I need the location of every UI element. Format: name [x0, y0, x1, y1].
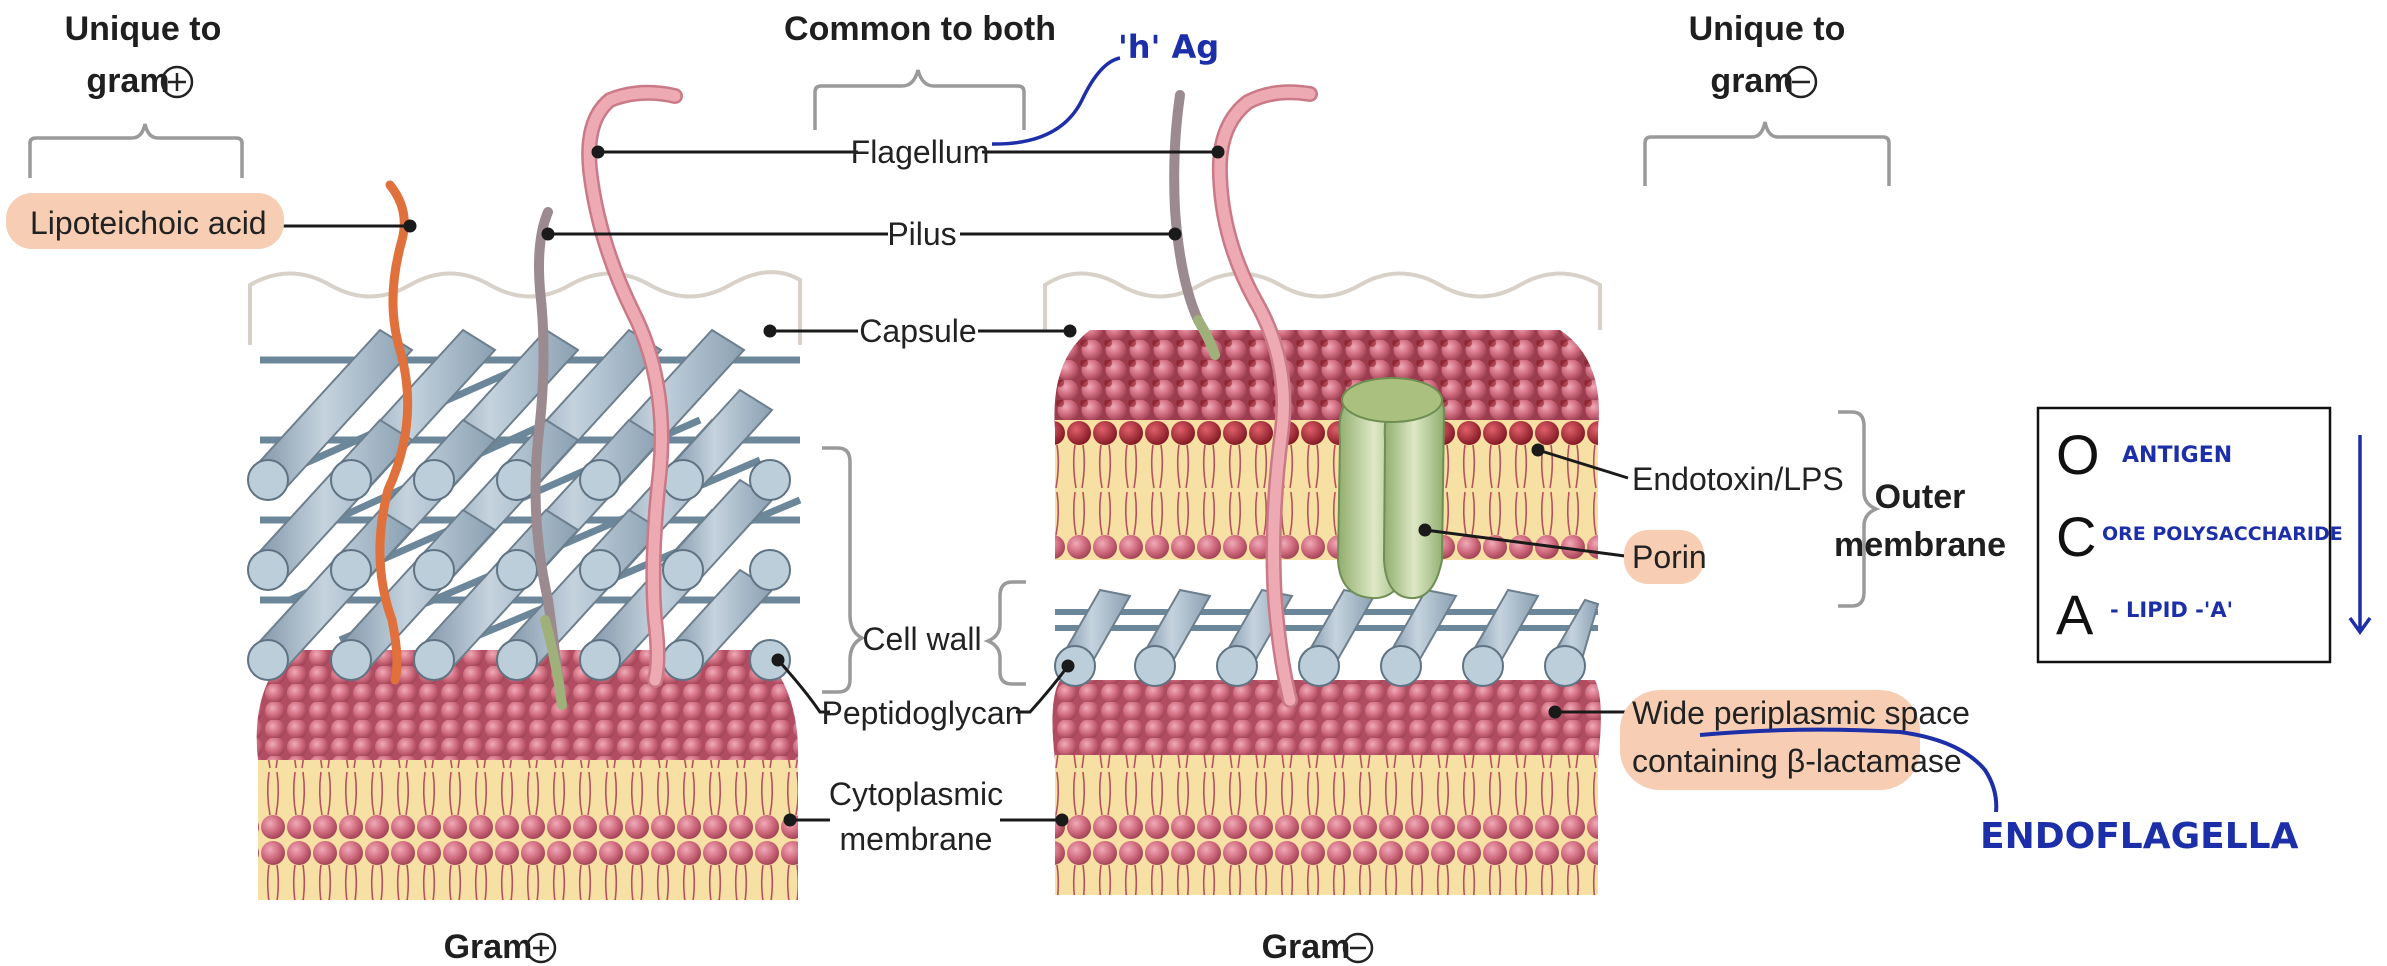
caption-gram-negative: Gram [1262, 928, 1372, 966]
header-unique-gram-negative: Unique to gram [1645, 10, 1889, 186]
header-unique-pos-line2: gram [86, 62, 169, 100]
oca-text-o: ANTIGEN [2122, 443, 2232, 468]
outer-membrane-top-neg [1054, 330, 1598, 430]
label-capsule: Capsule [859, 313, 976, 349]
label-cytoplasmic-line1: Cytoplasmic [829, 776, 1003, 812]
label-cell-wall: Cell wall [862, 621, 981, 657]
annotation-endoflagella: ENDOFLAGELLA [1980, 816, 2299, 857]
label-outer-line1: Outer [1875, 478, 1966, 516]
oca-letter-o: O [2056, 423, 2100, 486]
peptidoglycan-rods-pos [248, 330, 790, 680]
annotation-h-ag-pointer [992, 58, 1120, 144]
cytoplasmic-membrane-pos [258, 760, 798, 900]
label-cytoplasmic-line2: membrane [840, 821, 993, 857]
header-unique-pos-line1: Unique to [65, 10, 222, 48]
bracket-cell-wall-pos [822, 448, 862, 692]
oca-letter-c: C [2056, 505, 2096, 568]
oca-text-c: ORE POLYSACCHARIDE [2102, 523, 2343, 545]
label-periplasmic-line1: Wide periplasmic space [1632, 695, 1970, 731]
annotation-h-antigen: 'h' Ag [1118, 28, 1219, 66]
header-common: Common to both [784, 10, 1056, 130]
bracket-unique-neg [1645, 122, 1889, 186]
capsule-outline-neg [1045, 274, 1600, 331]
bracket-common [815, 70, 1024, 130]
arrow-down-icon [2350, 435, 2370, 632]
oca-text-a: - LIPID -'A' [2110, 598, 2233, 622]
gram-positive-cell [248, 93, 800, 900]
label-endotoxin-lps: Endotoxin/LPS [1632, 461, 1844, 497]
bracket-outer-membrane [1838, 412, 1876, 606]
header-unique-neg-line1: Unique to [1689, 10, 1846, 48]
label-periplasmic-line2: containing β-lactamase [1632, 743, 1962, 779]
outer-membrane-neg [1055, 420, 1598, 560]
label-outer-line2: membrane [1834, 526, 2006, 564]
header-common-text: Common to both [784, 10, 1056, 48]
label-peptidoglycan: Peptidoglycan [821, 695, 1022, 731]
caption-gram-pos-text: Gram [444, 928, 533, 966]
caption-gram-neg-text: Gram [1262, 928, 1351, 966]
oca-letter-a: A [2056, 583, 2094, 646]
bracket-cell-wall-neg [988, 582, 1026, 684]
porin-protein [1338, 378, 1444, 598]
pilus-neg [1174, 95, 1215, 355]
membrane-top-surface-neg [1052, 680, 1600, 760]
gram-negative-cell [1045, 92, 1601, 895]
label-porin: Porin [1632, 539, 1707, 575]
header-unique-gram-positive: Unique to gram [30, 10, 242, 178]
cytoplasmic-membrane-neg [1055, 755, 1598, 895]
label-lipoteichoic-acid: Lipoteichoic acid [30, 205, 267, 241]
label-flagellum: Flagellum [851, 134, 990, 170]
peptidoglycan-rods-neg [1055, 590, 1598, 686]
label-pilus: Pilus [887, 216, 956, 252]
header-unique-neg-line2: gram [1710, 62, 1793, 100]
bracket-unique-pos [30, 124, 242, 178]
caption-gram-positive: Gram [444, 928, 555, 966]
